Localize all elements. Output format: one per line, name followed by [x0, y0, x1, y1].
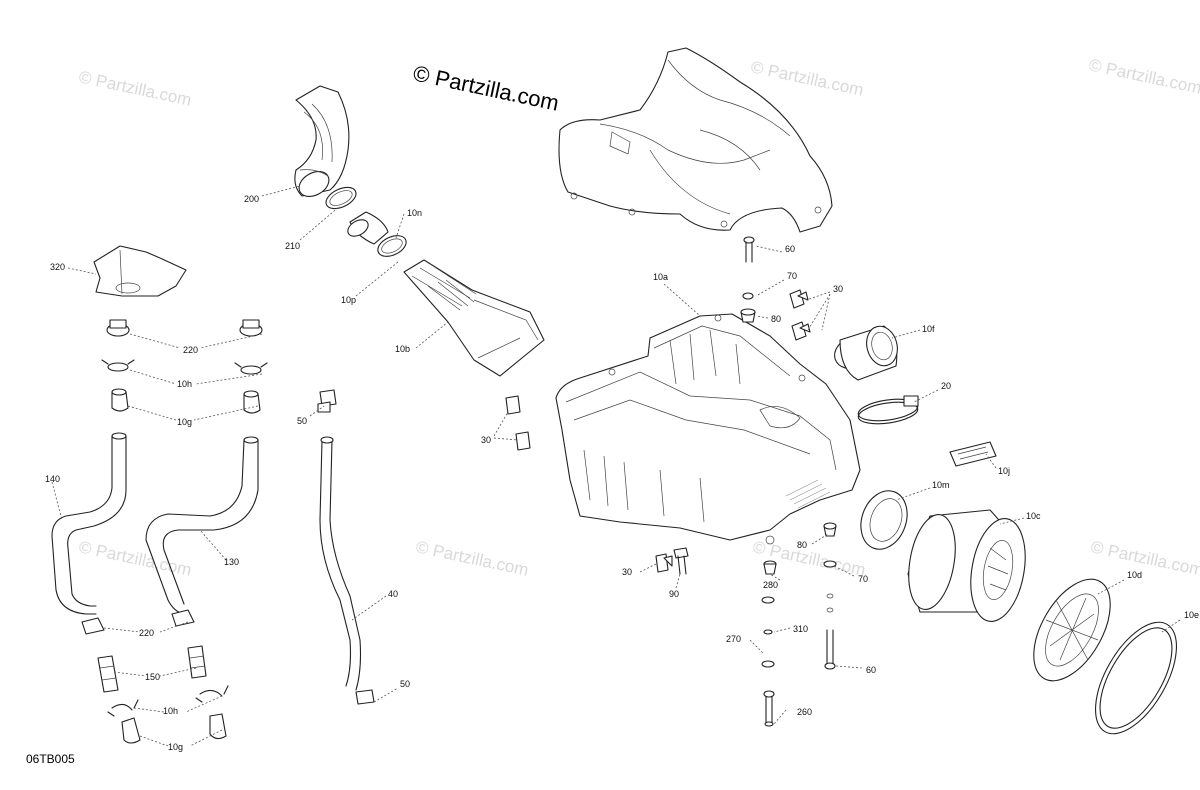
- part-airbox-base: [555, 313, 861, 545]
- callout-label: 10m: [932, 480, 950, 490]
- part-clip-10h-top: [101, 359, 268, 375]
- callout-label: 10j: [998, 466, 1010, 476]
- part-clip-30-lower: [655, 553, 673, 573]
- part-hose-130: [145, 436, 259, 615]
- part-clamp-220b: [81, 609, 195, 635]
- callout-label: 130: [224, 557, 239, 567]
- part-clamp-220a: [106, 319, 263, 337]
- part-cap-10g-bottom: [121, 713, 227, 744]
- callout-label: 10c: [1026, 511, 1041, 521]
- callout-label: 220: [183, 345, 198, 355]
- part-intake-duct: [403, 259, 545, 377]
- callout-label: 60: [866, 665, 876, 675]
- part-clip-30-center: [505, 395, 531, 451]
- diagram-code: 06TB005: [26, 752, 75, 766]
- callout-label: 90: [669, 589, 679, 599]
- part-shield-320: [93, 245, 187, 297]
- callout-label: 280: [763, 580, 778, 590]
- part-bolt-90: [673, 547, 689, 575]
- callout-label: 50: [400, 679, 410, 689]
- part-bolt-60-top: [743, 236, 755, 263]
- watermark: © Partzilla.com: [77, 537, 193, 579]
- part-ring-10e: [1095, 621, 1177, 735]
- callout-label: 80: [771, 314, 781, 324]
- callout-label: 70: [858, 574, 868, 584]
- callout-label: 10h: [163, 706, 178, 716]
- callout-labels: 200 210 10n 10p 10b 320 220 10h 10g 140 …: [45, 194, 1199, 752]
- brand-label: © Partzilla.com: [411, 60, 561, 115]
- callout-label: 10d: [1127, 570, 1142, 580]
- callout-label: 260: [797, 707, 812, 717]
- callout-label: 10n: [407, 208, 422, 218]
- part-cover-10d: [1033, 578, 1111, 682]
- callout-label: 10g: [177, 417, 192, 427]
- callout-label: 270: [726, 634, 741, 644]
- callout-label: 50: [297, 416, 307, 426]
- callout-label: 80: [797, 540, 807, 550]
- part-connector-150: [97, 645, 207, 693]
- part-washer-70-top: [742, 292, 754, 300]
- part-tube-40: [319, 436, 362, 691]
- watermark: © Partzilla.com: [1087, 55, 1200, 97]
- callout-label: 200: [244, 194, 259, 204]
- part-intake-elbow: [294, 85, 350, 197]
- callout-label: 310: [793, 624, 808, 634]
- callout-label: 30: [622, 567, 632, 577]
- watermark: © Partzilla.com: [1089, 537, 1200, 579]
- leader-lines: [51, 185, 1181, 747]
- callout-label: 210: [285, 241, 300, 251]
- part-cap-10g-top: [111, 388, 261, 414]
- callout-label: 320: [50, 262, 65, 272]
- part-sleeve-210: [325, 186, 407, 257]
- callout-label: 10g: [168, 742, 183, 752]
- callout-label: 20: [941, 381, 951, 391]
- callout-label: 10f: [922, 324, 935, 334]
- watermark: © Partzilla.com: [414, 537, 530, 579]
- part-boot-10f: [834, 325, 898, 381]
- part-clamp-20: [857, 395, 919, 425]
- part-clip-30-right: [789, 289, 811, 341]
- part-airbox-cover: [558, 47, 833, 233]
- callout-label: 10p: [341, 295, 356, 305]
- part-grommet-80-top: [740, 308, 756, 323]
- part-filter-10c: [907, 509, 1026, 622]
- callout-label: 10e: [1184, 610, 1199, 620]
- callout-label: 40: [388, 589, 398, 599]
- callout-label: 220: [139, 628, 154, 638]
- callout-label: 10b: [395, 344, 410, 354]
- part-seal-10m: [860, 490, 908, 550]
- callout-label: 60: [785, 244, 795, 254]
- watermark: © Partzilla.com: [77, 67, 193, 109]
- callout-label: 10h: [177, 379, 192, 389]
- callout-label: 10a: [653, 272, 668, 282]
- part-stack-center: [761, 560, 777, 727]
- part-stack-right: [823, 522, 837, 670]
- callout-label: 30: [833, 284, 843, 294]
- part-label-10j: [949, 441, 997, 467]
- callout-label: 150: [145, 672, 160, 682]
- callout-label: 140: [45, 474, 60, 484]
- callout-label: 30: [481, 435, 491, 445]
- callout-label: 70: [787, 271, 797, 281]
- part-clip-10h-bottom: [107, 685, 229, 717]
- part-hose-140: [51, 432, 127, 615]
- watermark: © Partzilla.com: [749, 57, 865, 99]
